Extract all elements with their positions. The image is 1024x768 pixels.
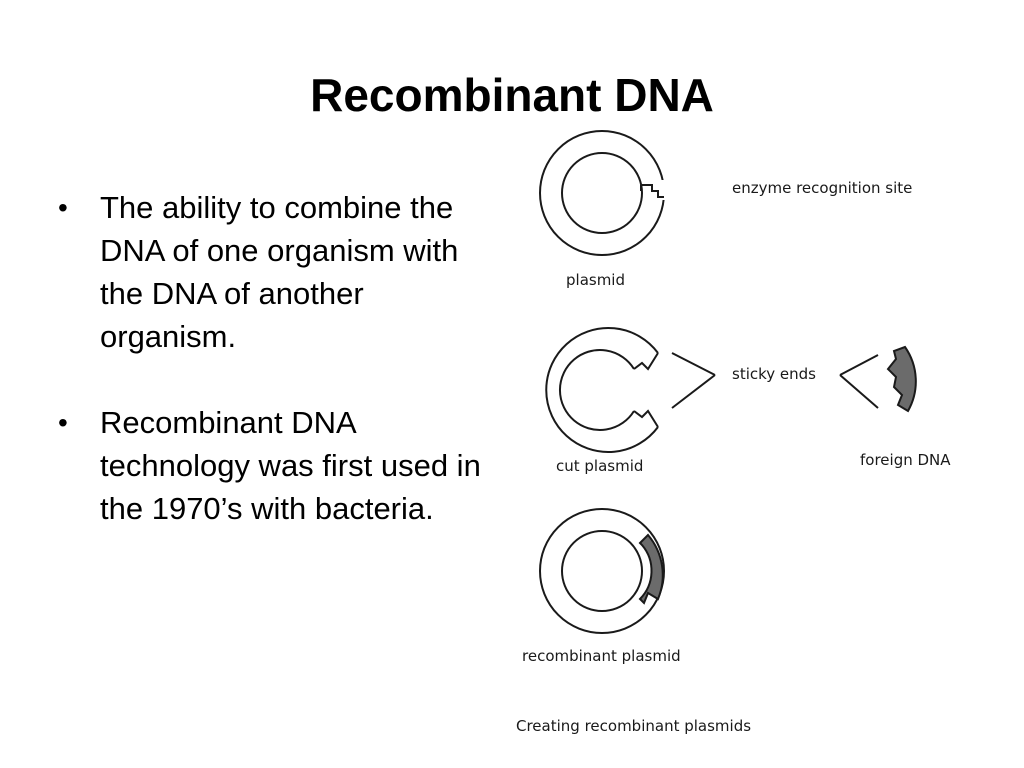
bullet-item: • The ability to combine the DNA of one … xyxy=(58,186,498,358)
label-cut-plasmid: cut plasmid xyxy=(556,457,644,475)
label-enzyme-recognition-site: enzyme recognition site xyxy=(732,179,913,197)
foreign-dna-fragment-icon xyxy=(886,345,917,413)
label-plasmid: plasmid xyxy=(566,271,625,289)
sticky-ends-pointer-icon xyxy=(671,352,879,409)
label-foreign-dna: foreign DNA xyxy=(860,451,951,469)
plasmid-ring-icon xyxy=(539,130,665,256)
recombinant-plasmid-figure: enzyme recognition site plasmid sticky e… xyxy=(510,125,990,755)
bullet-text: Recombinant DNA technology was first use… xyxy=(100,405,481,526)
figure-drawing xyxy=(539,130,917,634)
label-sticky-ends: sticky ends xyxy=(732,365,816,383)
bullet-text: The ability to combine the DNA of one or… xyxy=(100,190,459,354)
bullet-item: • Recombinant DNA technology was first u… xyxy=(58,401,498,530)
bullet-dot-icon: • xyxy=(58,407,68,438)
slide-title: Recombinant DNA xyxy=(310,69,714,121)
cut-plasmid-ring-icon xyxy=(545,327,659,453)
label-recombinant-plasmid: recombinant plasmid xyxy=(522,647,681,665)
bullet-list: • The ability to combine the DNA of one … xyxy=(58,186,498,573)
bullet-dot-icon: • xyxy=(58,192,68,223)
figure-caption: Creating recombinant plasmids xyxy=(516,717,752,735)
recombinant-plasmid-ring-icon xyxy=(539,508,665,634)
